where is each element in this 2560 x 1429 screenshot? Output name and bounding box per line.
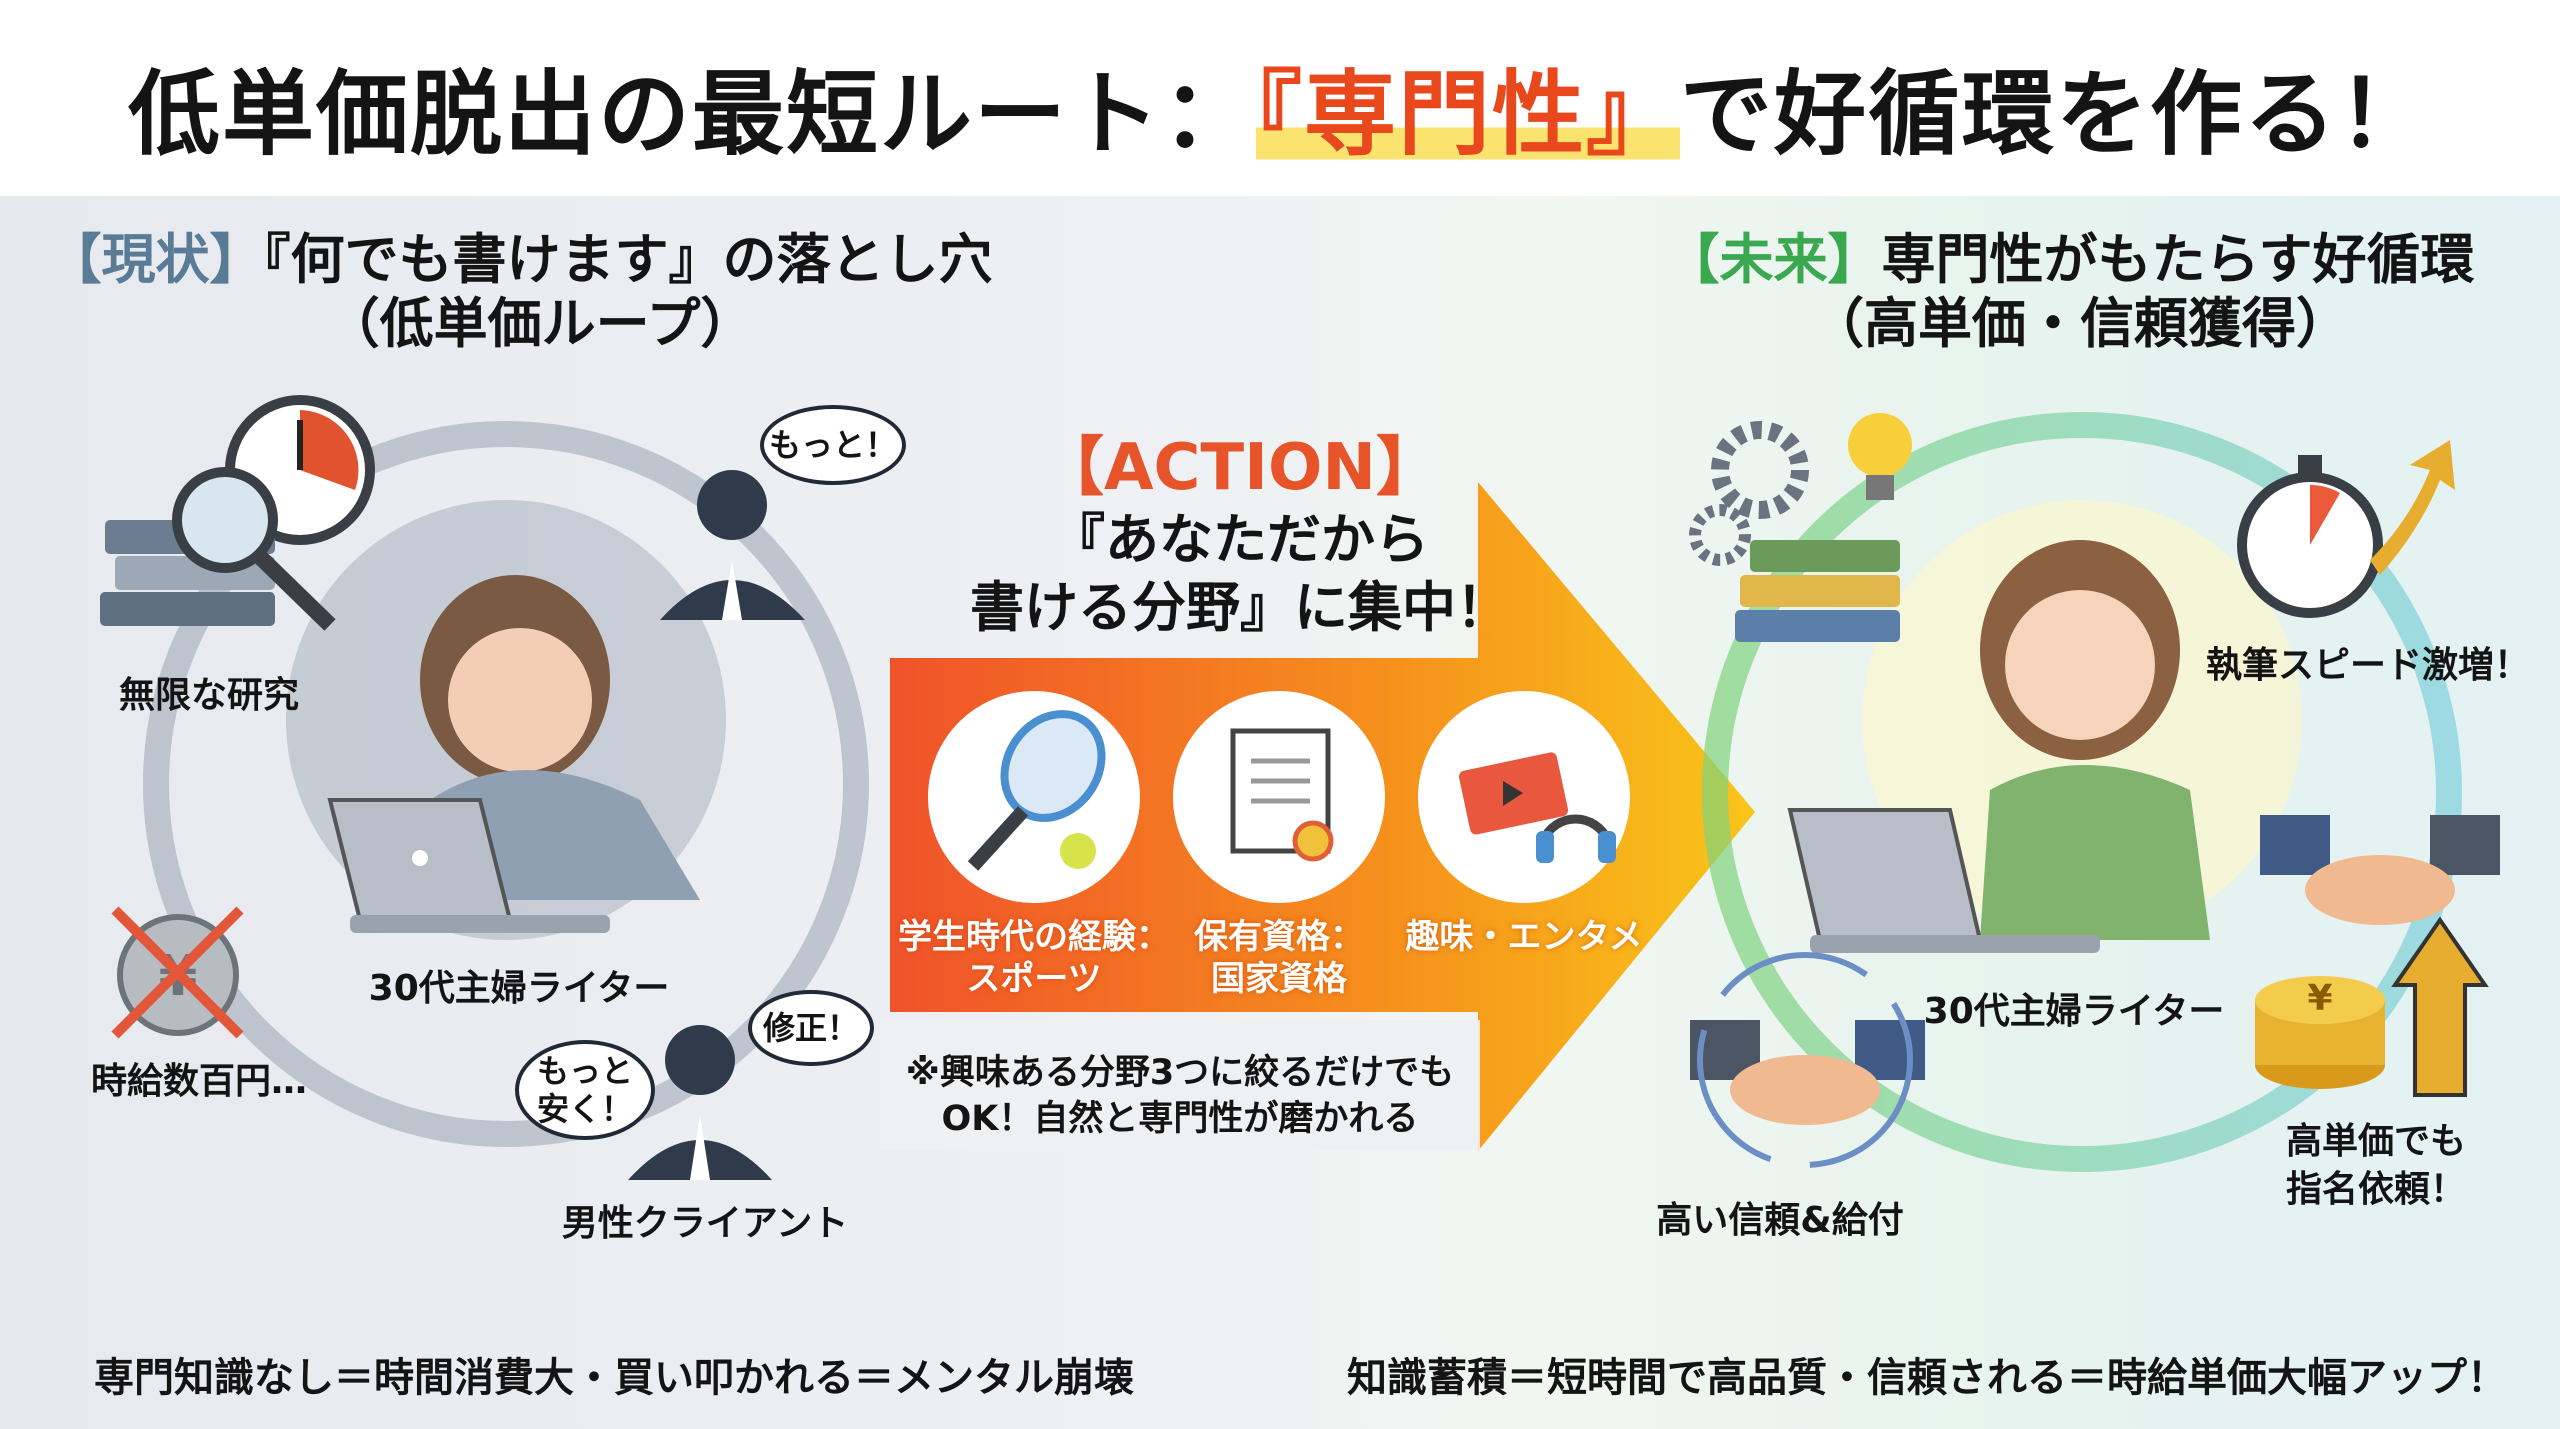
- action-note: ※興味ある分野3つに絞るだけでも OK！自然と専門性が磨かれる: [900, 1050, 1460, 1142]
- page-title: 低単価脱出の最短ルート：『専門性』で好循環を作る！: [0, 40, 2560, 173]
- category-circle-license: [1173, 691, 1385, 903]
- category-sports-label: 学生時代の経験：スポーツ: [898, 916, 1170, 1000]
- speech-bubble-more: もっと！: [760, 405, 906, 485]
- label-wage: 時給数百円…: [90, 1061, 308, 1102]
- businessman-icon: [660, 470, 805, 620]
- category-circle-hobby: [1418, 691, 1630, 903]
- lightbulb-icon: [1848, 413, 1912, 500]
- tickets-headphones-icon: [1458, 752, 1616, 863]
- tennis-racket-icon: [967, 710, 1106, 871]
- action-line2: 書ける分野』に集中！: [970, 576, 1510, 639]
- price-line1: 高単価でも: [2285, 1121, 2467, 1162]
- handshake-icon: [1690, 952, 1925, 1168]
- happy-woman-laptop-icon: [1787, 540, 2210, 953]
- action-line1: 『あなただから: [1051, 508, 1429, 571]
- current-heading-text: 『何でも書けます』の落とし穴: [263, 228, 993, 291]
- future-subheading: （高単価・信頼獲得）: [1810, 292, 2350, 355]
- current-heading: 【現状】『何でも書けます』の落とし穴: [40, 228, 1000, 292]
- price-line2: 指名依頼！: [2285, 1169, 2467, 1210]
- title-highlight: 『専門性』: [1255, 61, 1680, 168]
- label-client: 男性クライアント: [561, 1203, 849, 1244]
- current-tag: 【現状】: [47, 228, 264, 291]
- certificate-icon: [1230, 728, 1334, 862]
- virtuous-loop: [1702, 412, 2462, 1172]
- category-sports-line2: スポーツ: [966, 959, 1102, 999]
- category-circle-sports: [928, 691, 1140, 903]
- books-magnifier-icon: [100, 467, 336, 631]
- title-end: で好循環を作る！: [1680, 61, 2433, 168]
- category-license-label: 保有資格：国家資格: [1194, 916, 1364, 1000]
- label-writer-current: 30代主婦ライター: [368, 968, 670, 1009]
- gears-icon: [1689, 421, 1809, 566]
- label-trust: 高い信頼&給付: [1656, 1200, 1904, 1241]
- speech-bubble-fix: 修正！: [748, 990, 874, 1066]
- current-summary: 専門知識なし＝時間消費大・買い叩かれる＝メンタル崩壊: [94, 1355, 1134, 1401]
- action-tag: 【ACTION】: [1040, 431, 1440, 505]
- yen-coin-crossed-icon: ¥: [111, 906, 244, 1039]
- category-license-line2: 国家資格: [1211, 959, 1347, 999]
- current-subheading: （低単価ループ）: [325, 292, 755, 355]
- future-heading: 【未来】専門性がもたらす好循環: [1630, 228, 2510, 292]
- label-price: 高単価でも指名依頼！: [2286, 1118, 2466, 1214]
- future-tag: 【未来】: [1665, 228, 1882, 291]
- stressed-woman-laptop-icon: [327, 575, 700, 933]
- price-up-arrow-icon: [2391, 916, 2489, 1097]
- note-line2: OK！自然と専門性が磨かれる: [941, 1099, 1419, 1139]
- category-hobby-label: 趣味・エンタメ: [1406, 916, 1643, 958]
- future-heading-text: 専門性がもたらす好循環: [1881, 228, 2475, 291]
- title-main: 低単価脱出の最短ルート：: [127, 61, 1256, 168]
- up-arrow-icon: [2370, 440, 2455, 575]
- yen-coins-icon: ¥: [2255, 976, 2385, 1089]
- future-summary: 知識蓄積＝短時間で高品質・信頼される＝時給単価大幅アップ！: [1347, 1355, 2507, 1401]
- low-price-loop: [143, 421, 869, 1147]
- svg-text:¥: ¥: [2307, 978, 2332, 1019]
- category-sports-line1: 学生時代の経験：: [898, 917, 1170, 957]
- category-license-line1: 保有資格：: [1194, 917, 1364, 957]
- label-research: 無限な研究: [118, 675, 300, 716]
- businessman-icon: [628, 1025, 772, 1180]
- note-line1: ※興味ある分野3つに絞るだけでも: [905, 1053, 1455, 1093]
- handshake-icon: [2260, 815, 2500, 925]
- speech-bubble-cheaper: もっと安く！: [515, 1040, 655, 1140]
- label-speed: 執筆スピード激増！: [2205, 645, 2531, 686]
- books-icon: [1735, 540, 1900, 642]
- label-writer-future: 30代主婦ライター: [1923, 991, 2225, 1032]
- stopwatch-icon: [2237, 455, 2383, 618]
- category-hobby-line1: 趣味・エンタメ: [1405, 917, 1643, 957]
